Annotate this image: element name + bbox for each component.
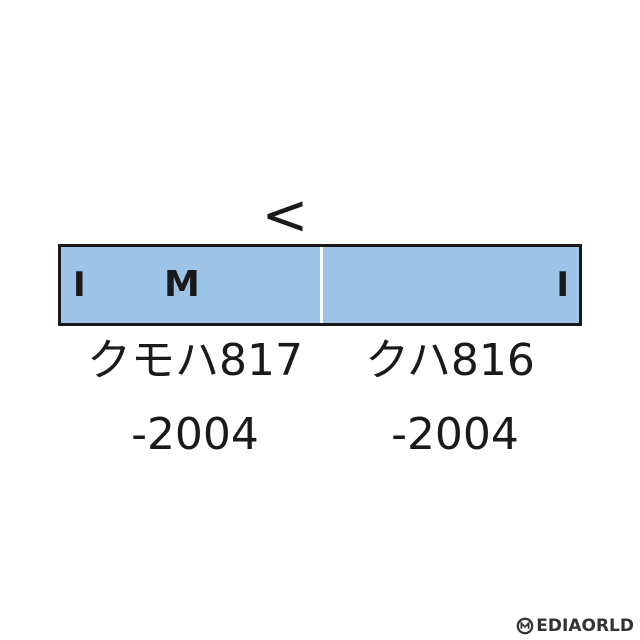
- car-2-name: クハ816: [365, 335, 535, 386]
- watermark: EDIAORLD: [516, 616, 634, 636]
- watermark-text: EDIAORLD: [536, 616, 634, 636]
- car-1: I M: [61, 247, 323, 323]
- direction-arrow-icon: <: [258, 186, 312, 246]
- train-formation: I M I: [58, 244, 582, 326]
- car-1-name: クモハ817: [87, 335, 303, 386]
- car-1-marker-m: M: [164, 264, 200, 305]
- car-2-marker-i: I: [556, 265, 569, 305]
- car-1-marker-i: I: [73, 265, 86, 305]
- car-2-number: -2004: [391, 409, 519, 460]
- car-2: I: [323, 247, 579, 323]
- car-1-number: -2004: [131, 409, 259, 460]
- mediaworld-logo-icon: [516, 617, 534, 635]
- direction-mark: <: [261, 183, 309, 248]
